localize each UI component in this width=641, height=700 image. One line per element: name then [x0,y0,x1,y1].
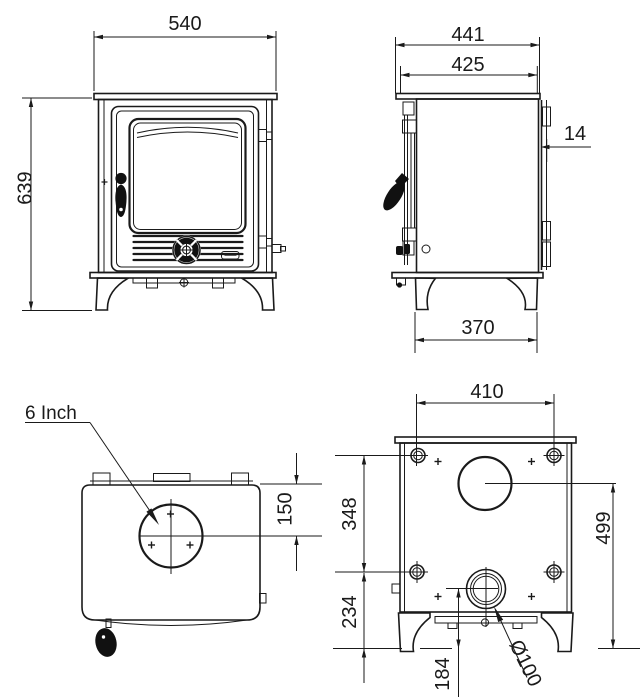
foot-depth-dimension: 370 [414,312,538,353]
door-hinge-top [258,129,273,142]
rear-side-tab [391,583,401,594]
side-door-edge [396,101,417,265]
lower-fixing-label: 234 [339,595,361,628]
front-view: 540 639 [15,13,286,311]
rear-heat-shield [540,100,551,270]
front-top-plate [93,92,278,101]
front-width-dimension: 540 [93,13,277,91]
air-inlet-diameter-label: Ø100 [505,637,546,691]
side-base-plate [391,271,544,279]
rear-bottom-frame [434,616,538,629]
lower-fixing-dimension: 234 [333,572,402,683]
front-left-leg [95,277,131,311]
flue-offset-label: 150 [275,492,297,525]
top-flue-outlet [138,499,322,574]
rear-offset-dimension: 14 [540,123,591,162]
fixing-hole-bottom-right [543,561,565,583]
air-inlet-height-label: 184 [432,657,454,690]
fixing-height-dimension: 348 [335,455,428,573]
air-inlet-height-dimension: 184 [420,588,498,697]
top-body [81,484,261,621]
flue-size-callout: 6 Inch [25,403,159,525]
rear-view: 410 [333,381,640,697]
fixing-height-label: 348 [339,497,361,530]
side-rear-leg [504,277,539,311]
front-width-label: 540 [168,13,201,35]
top-door-handle [95,618,117,657]
air-inlet-diameter-callout: Ø100 [494,606,546,691]
fixing-width-label: 410 [470,381,503,403]
fixing-holes [409,447,565,600]
side-view: 441 425 [383,24,591,353]
top-front-curve [94,619,248,626]
side-ash-lever [396,277,406,288]
front-underframe [132,277,236,289]
brand-badge [221,251,240,260]
handle-pivot-mark [101,179,108,185]
rear-offset-label: 14 [564,123,586,145]
flue-height-dimension: 499 [485,483,640,649]
rear-right-leg [540,612,574,653]
side-panel-bolt [421,244,431,254]
fixing-width-dimension: 410 [416,381,555,466]
front-base-plate [89,271,277,279]
door-handle [115,172,127,217]
flue-offset-dimension: 150 [260,453,322,571]
door-latch [271,244,286,253]
side-front-leg [414,277,438,311]
top-latch [259,593,267,604]
flue-size-label: 6 Inch [25,403,77,424]
door-glass [128,117,247,235]
air-control-wheel [172,235,201,265]
stove-door [110,105,260,272]
front-right-leg [239,277,275,311]
door-hinge-bottom [258,235,273,249]
rear-left-leg [397,612,431,653]
side-overall-depth-dimension: 441 [395,24,540,94]
side-overall-depth-label: 441 [451,24,484,46]
flue-height-label: 499 [593,511,615,544]
fixing-cross-marks [434,458,535,600]
rear-top-flange [394,436,577,444]
front-height-dimension: 639 [15,97,92,311]
side-top-plate [395,92,541,100]
side-top-depth-dimension: 425 [400,54,538,94]
side-body [415,98,540,274]
front-height-label: 639 [15,171,37,204]
foot-depth-label: 370 [461,317,494,339]
top-view: 6 Inch [25,403,322,657]
side-door-handle [383,173,409,211]
side-top-depth-label: 425 [451,54,484,76]
top-rear-flange [90,472,253,486]
fixing-hole-top-right [543,447,565,464]
